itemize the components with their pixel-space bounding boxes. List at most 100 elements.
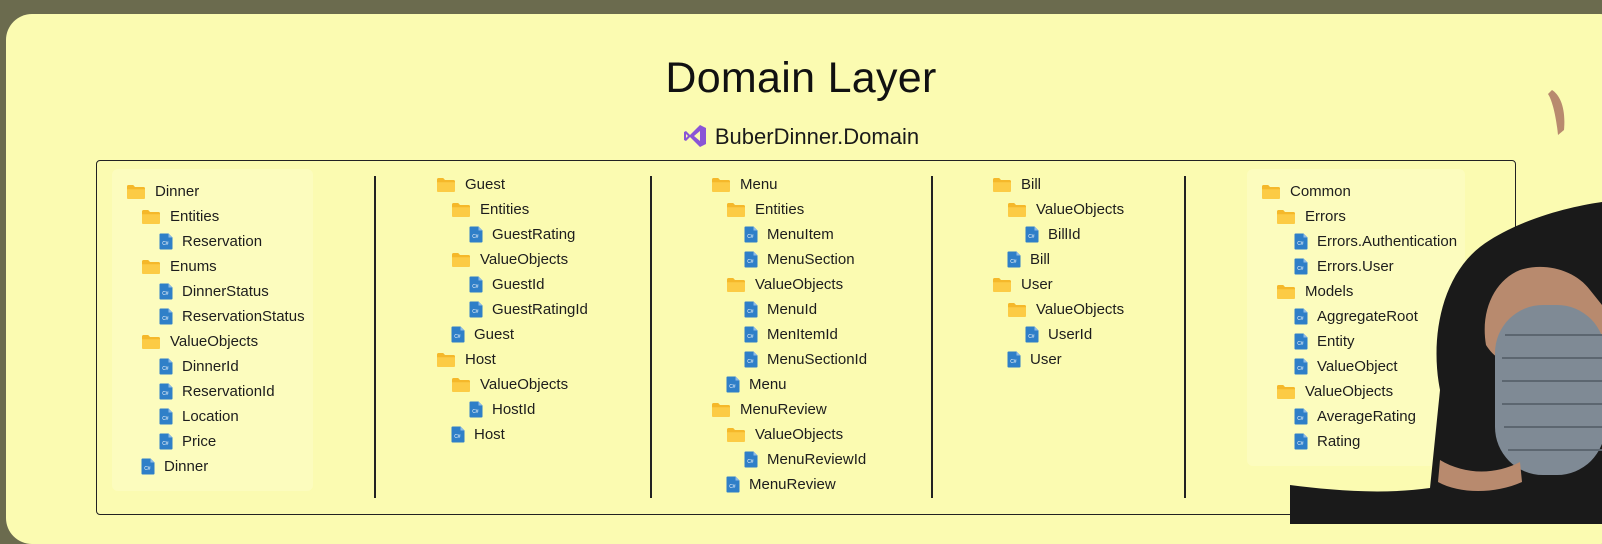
file-node[interactable]: C#ValueObject <box>1261 354 1457 379</box>
folder-icon <box>141 209 170 225</box>
node-label: User <box>1021 276 1053 293</box>
file-node[interactable]: C#GuestRatingId <box>436 297 588 322</box>
file-node[interactable]: C#MenuSectionId <box>711 347 867 372</box>
svg-text:C#: C# <box>747 309 754 315</box>
node-label: AverageRating <box>1317 408 1416 425</box>
folder-icon <box>1007 202 1036 218</box>
file-node[interactable]: C#AverageRating <box>1261 404 1457 429</box>
file-node[interactable]: C#MenuItem <box>711 222 867 247</box>
file-node[interactable]: C#DinnerId <box>126 354 305 379</box>
node-label: Guest <box>465 176 506 193</box>
csharp-file-icon: C# <box>1294 333 1317 350</box>
csharp-file-icon: C# <box>159 283 182 300</box>
file-node[interactable]: C#Errors.Authentication <box>1261 229 1457 254</box>
folder-node[interactable]: Dinner <box>126 179 305 204</box>
folder-node[interactable]: ValueObjects <box>126 329 305 354</box>
folder-node[interactable]: ValueObjects <box>711 272 867 297</box>
node-label: HostId <box>492 401 536 418</box>
folder-node[interactable]: User <box>992 272 1124 297</box>
file-node[interactable]: C#MenuReviewId <box>711 447 867 472</box>
csharp-file-icon: C# <box>1294 358 1317 375</box>
node-label: Entity <box>1317 333 1355 350</box>
svg-text:C#: C# <box>1010 359 1017 365</box>
folder-icon <box>711 402 740 418</box>
folder-node[interactable]: Bill <box>992 172 1124 197</box>
file-node[interactable]: C#HostId <box>436 397 588 422</box>
svg-text:C#: C# <box>454 334 461 340</box>
node-label: Common <box>1290 183 1351 200</box>
svg-text:C#: C# <box>144 466 151 472</box>
folder-node[interactable]: Host <box>436 347 588 372</box>
folder-node[interactable]: Entities <box>436 197 588 222</box>
file-node[interactable]: C#Reservation <box>126 229 305 254</box>
svg-text:C#: C# <box>747 334 754 340</box>
file-node[interactable]: C#MenuSection <box>711 247 867 272</box>
csharp-file-icon: C# <box>744 251 767 268</box>
csharp-file-icon: C# <box>159 233 182 250</box>
folder-node[interactable]: ValueObjects <box>711 422 867 447</box>
csharp-file-icon: C# <box>744 351 767 368</box>
file-node[interactable]: C#Price <box>126 429 305 454</box>
node-label: ValueObjects <box>170 333 259 350</box>
file-node[interactable]: C#Host <box>436 422 588 447</box>
svg-text:C#: C# <box>1010 259 1017 265</box>
folder-node[interactable]: ValueObjects <box>992 197 1124 222</box>
svg-text:C#: C# <box>472 234 479 240</box>
node-label: Menu <box>740 176 778 193</box>
file-node[interactable]: C#UserId <box>992 322 1124 347</box>
file-node[interactable]: C#Location <box>126 404 305 429</box>
file-node[interactable]: C#ReservationStatus <box>126 304 305 329</box>
node-label: Bill <box>1021 176 1042 193</box>
file-node[interactable]: C#Rating <box>1261 429 1457 454</box>
csharp-file-icon: C# <box>1007 251 1030 268</box>
node-label: ValueObjects <box>480 251 569 268</box>
column-divider <box>374 176 376 498</box>
file-node[interactable]: C#ReservationId <box>126 379 305 404</box>
folder-node[interactable]: Common <box>1261 179 1457 204</box>
folder-node[interactable]: Entities <box>711 197 867 222</box>
csharp-file-icon: C# <box>469 401 492 418</box>
csharp-file-icon: C# <box>1007 351 1030 368</box>
svg-text:C#: C# <box>747 359 754 365</box>
folder-node[interactable]: MenuReview <box>711 397 867 422</box>
file-node[interactable]: C#User <box>992 347 1124 372</box>
folder-node[interactable]: Entities <box>126 204 305 229</box>
svg-text:C#: C# <box>472 309 479 315</box>
node-label: ReservationStatus <box>182 308 305 325</box>
csharp-file-icon: C# <box>159 358 182 375</box>
file-node[interactable]: C#Bill <box>992 247 1124 272</box>
folder-node[interactable]: Guest <box>436 172 588 197</box>
file-node[interactable]: C#DinnerStatus <box>126 279 305 304</box>
svg-text:C#: C# <box>1297 266 1304 272</box>
file-node[interactable]: C#AggregateRoot <box>1261 304 1457 329</box>
svg-text:C#: C# <box>162 416 169 422</box>
file-node[interactable]: C#MenItemId <box>711 322 867 347</box>
svg-text:C#: C# <box>1297 341 1304 347</box>
node-label: AggregateRoot <box>1317 308 1418 325</box>
file-node[interactable]: C#MenuId <box>711 297 867 322</box>
svg-text:C#: C# <box>729 384 736 390</box>
file-node[interactable]: C#GuestId <box>436 272 588 297</box>
file-node[interactable]: C#GuestRating <box>436 222 588 247</box>
file-node[interactable]: C#BillId <box>992 222 1124 247</box>
file-node[interactable]: C#MenuReview <box>711 472 867 497</box>
node-label: Menu <box>749 376 787 393</box>
folder-node[interactable]: Errors <box>1261 204 1457 229</box>
folder-node[interactable]: ValueObjects <box>992 297 1124 322</box>
node-label: UserId <box>1048 326 1093 343</box>
file-node[interactable]: C#Dinner <box>126 454 305 479</box>
folder-node[interactable]: ValueObjects <box>436 247 588 272</box>
folder-node[interactable]: Models <box>1261 279 1457 304</box>
svg-text:C#: C# <box>1028 234 1035 240</box>
file-node[interactable]: C# Menu <box>711 372 867 397</box>
folder-node[interactable]: Enums <box>126 254 305 279</box>
file-node[interactable]: C#Guest <box>436 322 588 347</box>
csharp-file-icon: C# <box>744 326 767 343</box>
node-label: ValueObjects <box>1036 301 1125 318</box>
folder-node[interactable]: Menu <box>711 172 867 197</box>
file-node[interactable]: C# Entity <box>1261 329 1457 354</box>
file-node[interactable]: C#Errors.User <box>1261 254 1457 279</box>
folder-node[interactable]: ValueObjects <box>1261 379 1457 404</box>
folder-node[interactable]: ValueObjects <box>436 372 588 397</box>
